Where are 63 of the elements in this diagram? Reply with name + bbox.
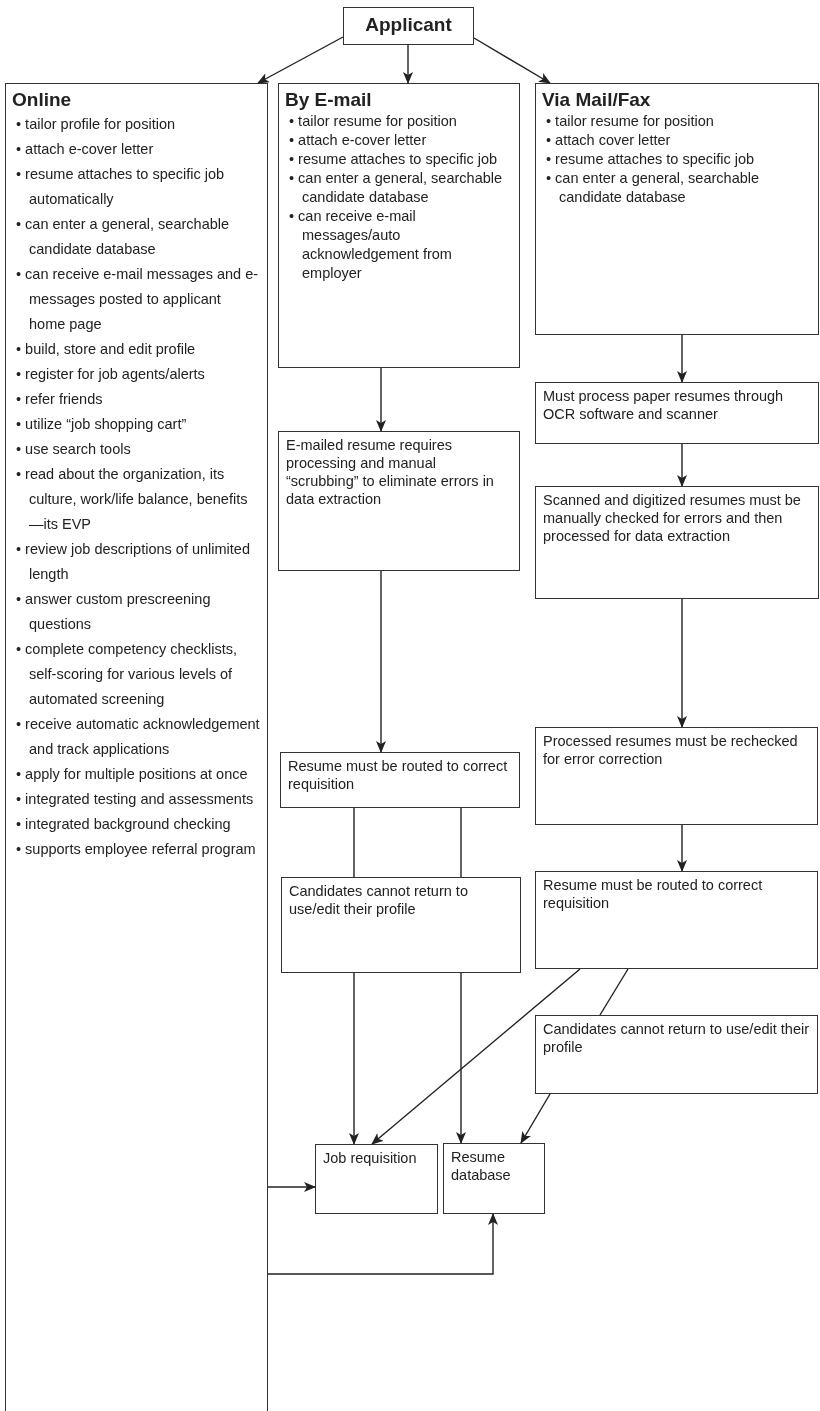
list-item: • can enter a general, searchable candidate database	[546, 169, 761, 207]
list-item: • complete competency checklists, self-scoring for various levels of automated screening	[16, 640, 239, 709]
arrow	[376, 367, 386, 432]
box-heading: Online	[12, 88, 73, 112]
process-box: Processed resumes must be rechecked for error correction	[535, 727, 818, 825]
list-item: • review job descriptions of unlimited length	[16, 540, 251, 584]
arrow	[403, 44, 413, 84]
channel-box	[278, 83, 520, 368]
process-box: Resume must be routed to correct requisition	[535, 871, 818, 969]
arrow	[677, 334, 687, 383]
list-item: • can enter a general, searchable candidate database	[16, 215, 231, 259]
connector-line	[460, 807, 462, 878]
list-item: • read about the organization, its culture, work/life balance, benefits—its EVP	[16, 465, 249, 534]
list-item: • supports employee referral program	[16, 840, 257, 859]
list-item: • attach cover letter	[546, 131, 672, 150]
process-box: E-mailed resume requires processing and manual “scrubbing” to eliminate errors in data extraction	[278, 431, 520, 571]
list-item: • can receive e-mail messages/auto acknowledgement from employer	[289, 207, 453, 283]
arrow	[473, 37, 551, 84]
arrow	[267, 1182, 316, 1192]
list-item: • tailor profile for position	[16, 115, 176, 134]
connector-line	[353, 807, 355, 878]
box-heading: By E-mail	[285, 88, 373, 112]
process-box: Job requisition	[315, 1144, 438, 1214]
channel-box	[535, 83, 819, 335]
list-item: • resume attaches to specific job	[289, 150, 499, 169]
list-item: • answer custom prescreening questions	[16, 590, 212, 634]
arrow	[677, 824, 687, 872]
process-box: Scanned and digitized resumes must be manually checked for errors and then processed for data extraction	[535, 486, 819, 599]
list-item: • tailor resume for position	[546, 112, 715, 131]
process-box: Candidates cannot return to use/edit their profile	[535, 1015, 818, 1094]
list-item: • can receive e-mail messages and e-messages posted to applicant home page	[16, 265, 260, 334]
arrow	[267, 1213, 498, 1275]
process-box: Candidates cannot return to use/edit their profile	[281, 877, 521, 973]
box-heading: Via Mail/Fax	[542, 88, 652, 112]
arrow	[376, 570, 386, 753]
list-item: • receive automatic acknowledgement and track applications	[16, 715, 261, 759]
arrow	[371, 968, 581, 1145]
arrow	[257, 36, 344, 84]
arrow	[677, 443, 687, 487]
process-box: Resume must be routed to correct requisition	[280, 752, 520, 808]
list-item: • resume attaches to specific job	[546, 150, 756, 169]
list-item: • integrated background checking	[16, 815, 232, 834]
list-item: • can enter a general, searchable candidate database	[289, 169, 504, 207]
list-item: • build, store and edit profile	[16, 340, 197, 359]
list-item: • use search tools	[16, 440, 132, 459]
list-item: • utilize “job shopping cart”	[16, 415, 188, 434]
list-item: • tailor resume for position	[289, 112, 458, 131]
process-box: Must process paper resumes through OCR software and scanner	[535, 382, 819, 444]
channel-box	[5, 83, 268, 1411]
arrow	[520, 1093, 551, 1144]
list-item: • resume attaches to specific job automatically	[16, 165, 226, 209]
list-item: • attach e-cover letter	[289, 131, 428, 150]
list-item: • apply for multiple positions at once	[16, 765, 249, 784]
list-item: • attach e-cover letter	[16, 140, 155, 159]
connector-line	[599, 968, 629, 1016]
list-item: • refer friends	[16, 390, 104, 409]
process-box: Resume database	[443, 1143, 545, 1214]
arrow	[677, 598, 687, 728]
list-item: • register for job agents/alerts	[16, 365, 206, 384]
arrow	[456, 972, 466, 1144]
start-box: Applicant	[343, 7, 474, 45]
arrow	[349, 972, 359, 1145]
list-item: • integrated testing and assessments	[16, 790, 255, 809]
